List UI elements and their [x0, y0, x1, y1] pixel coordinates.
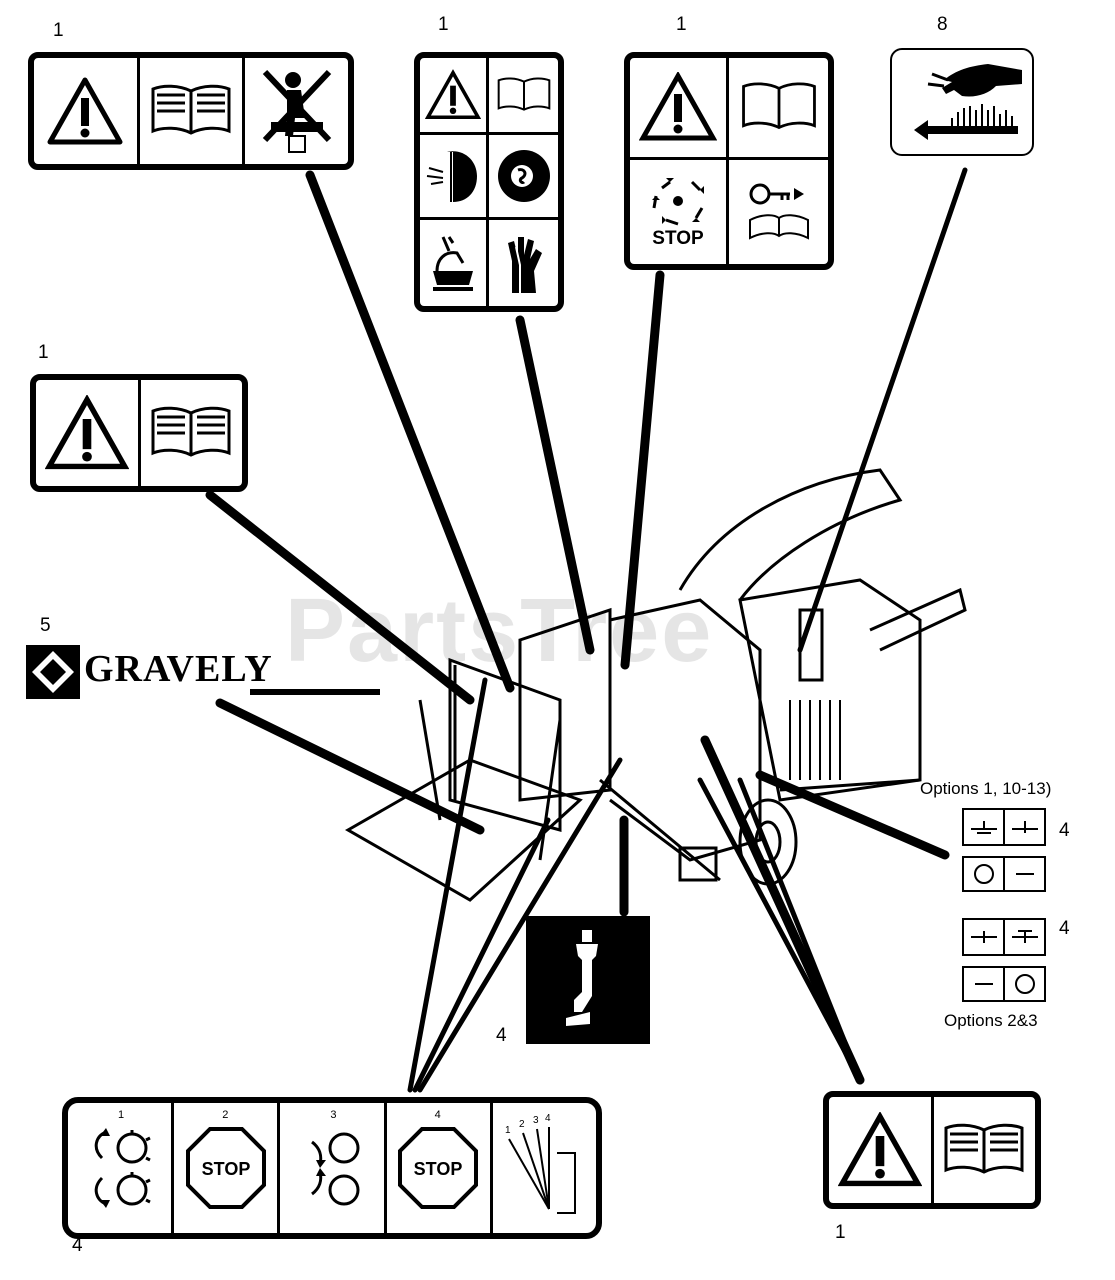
warning-decal-three-panel: [28, 52, 354, 170]
ppe-decal: [414, 52, 564, 312]
stop-label: STOP: [414, 1159, 463, 1179]
throttle-decal: [962, 808, 1046, 846]
on-off-decal: [962, 966, 1046, 1002]
throttle-icon: [964, 810, 1005, 844]
callout-number: 4: [72, 1235, 83, 1256]
step-number: 4: [545, 1113, 551, 1124]
stop-sign-icon: 2 STOP: [174, 1103, 281, 1233]
gloves-icon: [489, 220, 558, 306]
gravely-diamond-icon: [26, 645, 80, 699]
callout-number: 4: [496, 1025, 507, 1046]
callout-number: 1: [38, 342, 49, 363]
face-shield-icon: [420, 135, 489, 220]
warning-decal-two-panel: [823, 1091, 1041, 1209]
callout-number: 4: [1059, 820, 1070, 841]
warning-triangle-icon: [34, 58, 140, 164]
rotating-rotor-icon: STOP: [630, 159, 729, 264]
callout-number: 5: [40, 615, 51, 636]
warning-triangle-icon: [829, 1097, 934, 1203]
operator-manual-icon: [489, 58, 558, 135]
operator-manual-icon: [934, 1097, 1036, 1203]
hand-hazard-decal: [890, 48, 1034, 156]
throttle-icon: [1005, 920, 1044, 954]
callout-number: 8: [937, 14, 948, 35]
brand-underline: [250, 689, 380, 695]
on-off-decal: [962, 856, 1046, 892]
throttle-decal: [962, 918, 1046, 956]
off-circle-icon: [1005, 968, 1044, 1000]
rotor-forward-icon: 3: [280, 1103, 387, 1233]
step-number: 1: [118, 1109, 125, 1121]
step-number: 3: [533, 1115, 539, 1126]
options-label: Options 2&3: [944, 1011, 1038, 1030]
step-number: 2: [222, 1109, 229, 1121]
step-number: 4: [434, 1109, 441, 1121]
on-line-icon: [964, 968, 1005, 1000]
callout-number: 1: [676, 14, 687, 35]
step-number: 2: [519, 1119, 525, 1130]
operator-manual-icon: [140, 58, 246, 164]
gravely-logo: GRAVELY: [26, 645, 380, 699]
options-label: Options 1, 10-13): [920, 779, 1052, 798]
warning-triangle-icon: [36, 380, 141, 486]
hand-feed-icon: [420, 220, 489, 306]
hand-hazard-icon: [914, 64, 1022, 140]
throttle-icon: [1005, 810, 1044, 844]
remove-key-icon: [729, 160, 828, 265]
warning-triangle-icon: [420, 58, 489, 135]
warning-triangle-icon: [630, 58, 729, 160]
off-circle-icon: [964, 858, 1005, 890]
operator-manual-icon: [729, 58, 828, 160]
callout-number: 1: [438, 14, 449, 35]
callout-number: 1: [835, 1222, 846, 1243]
step-number: 3: [330, 1109, 337, 1121]
stop-sign-icon: 4 STOP: [387, 1103, 493, 1233]
step-number: 1: [505, 1125, 511, 1136]
brand-name: GRAVELY: [84, 648, 273, 690]
callout-number: 4: [1059, 918, 1070, 939]
lift-point-decal: [526, 916, 650, 1044]
no-standing-on-hopper-icon: [245, 58, 348, 164]
lift-point-icon: [566, 930, 598, 1026]
on-line-icon: [1005, 858, 1044, 890]
stop-label: STOP: [652, 227, 704, 249]
operator-manual-icon: [141, 380, 243, 486]
warning-decal-two-panel: [30, 374, 248, 492]
stop-decal: STOP: [624, 52, 834, 270]
callout-number: 1: [53, 20, 64, 41]
ear-protection-icon: [489, 135, 558, 220]
throttle-icon: [964, 920, 1005, 954]
stop-label: STOP: [201, 1159, 250, 1179]
rotor-reverse-icon: 1: [68, 1103, 175, 1233]
